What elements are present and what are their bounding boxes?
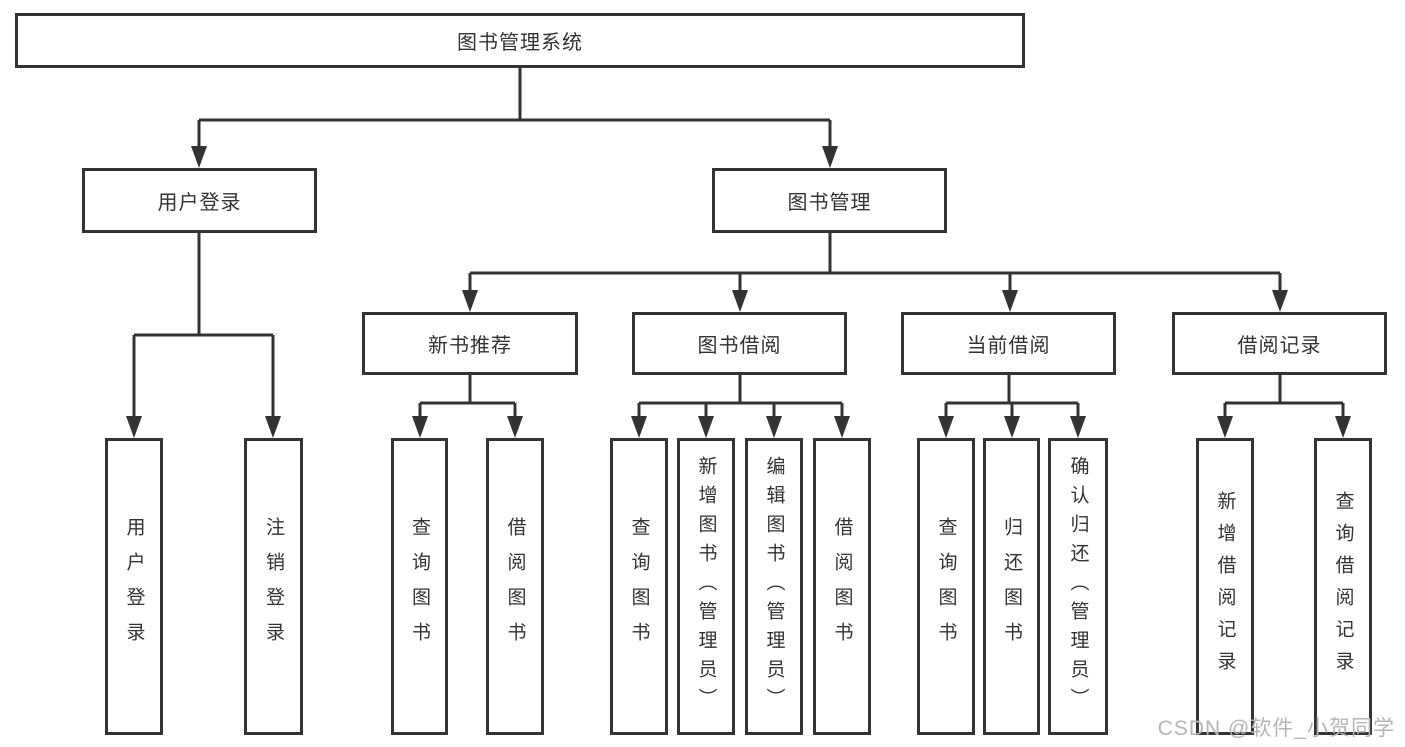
node-label: 当前借阅 [966,335,1051,357]
node-label: 图书管理系统 [457,32,583,54]
node-book-borrow: 图书借阅 [632,312,847,375]
arrowhead-icon [126,416,142,438]
arrowhead-icon [1002,290,1018,312]
node-add-books-admin: 新增图书（管理员） [677,438,735,735]
node-label: 归还图书 [1001,516,1022,657]
node-borrow-books-2: 借阅图书 [813,438,871,735]
node-system: 图书管理系统 [15,13,1025,68]
watermark: CSDN @软件_小贺同学 [1157,717,1395,740]
node-label: 新增图书（管理员） [695,456,717,717]
arrowhead-icon [1335,416,1351,438]
node-label: 借阅图书 [504,516,526,657]
node-label: 查询图书 [628,516,650,657]
node-borrow-books-1: 借阅图书 [486,438,544,735]
connector-path [132,68,1345,418]
arrowhead-icon [822,146,838,168]
arrowhead-icon [507,416,523,438]
node-label: 确认归还（管理员） [1067,456,1089,717]
node-label: 编辑图书（管理员） [763,456,785,717]
node-borrow-records: 借阅记录 [1172,312,1387,375]
node-label: 查询图书 [409,516,430,657]
node-label: 新书推荐 [428,335,512,357]
arrowhead-icon [1272,290,1288,312]
node-query-books-2: 查询图书 [610,438,668,735]
node-label: 查询借阅记录 [1332,490,1354,683]
node-label: 图书借阅 [697,335,782,357]
node-label: 借阅记录 [1237,335,1322,357]
node-label: 用户登录 [123,516,145,657]
node-add-borrow-record: 新增借阅记录 [1196,438,1254,735]
node-label: 借阅图书 [831,516,853,657]
node-query-borrow-record: 查询借阅记录 [1314,438,1372,735]
node-confirm-return-admin: 确认归还（管理员） [1048,438,1108,735]
node-label: 注销登录 [263,516,284,657]
arrowhead-icon [631,416,647,438]
arrowhead-icon [766,416,782,438]
arrowhead-icon [732,290,748,312]
arrowhead-icon [834,416,850,438]
node-label: 用户登录 [157,192,242,214]
arrowhead-icon [938,416,954,438]
node-login: 用户登录 [105,438,163,735]
arrowhead-icon [412,416,428,438]
node-query-books-1: 查询图书 [391,438,448,735]
arrowhead-icon [191,146,207,168]
arrowhead-icon [1070,416,1086,438]
node-return-books: 归还图书 [983,438,1040,735]
node-book-mgmt: 图书管理 [712,168,947,233]
node-new-book-rec: 新书推荐 [362,312,578,375]
node-label: 图书管理 [787,192,872,214]
node-query-books-3: 查询图书 [917,438,975,735]
arrowhead-icon [1217,416,1233,438]
node-label: 新增借阅记录 [1214,490,1236,683]
node-edit-books-admin: 编辑图书（管理员） [745,438,803,735]
arrowhead-icon [1004,416,1020,438]
node-current-borrow: 当前借阅 [901,312,1116,375]
arrowhead-icon [698,416,714,438]
arrowhead-icon [462,290,478,312]
node-label: 查询图书 [935,516,957,657]
node-user-login-module: 用户登录 [82,168,317,233]
arrowhead-icon [265,416,281,438]
node-logout: 注销登录 [244,438,303,735]
